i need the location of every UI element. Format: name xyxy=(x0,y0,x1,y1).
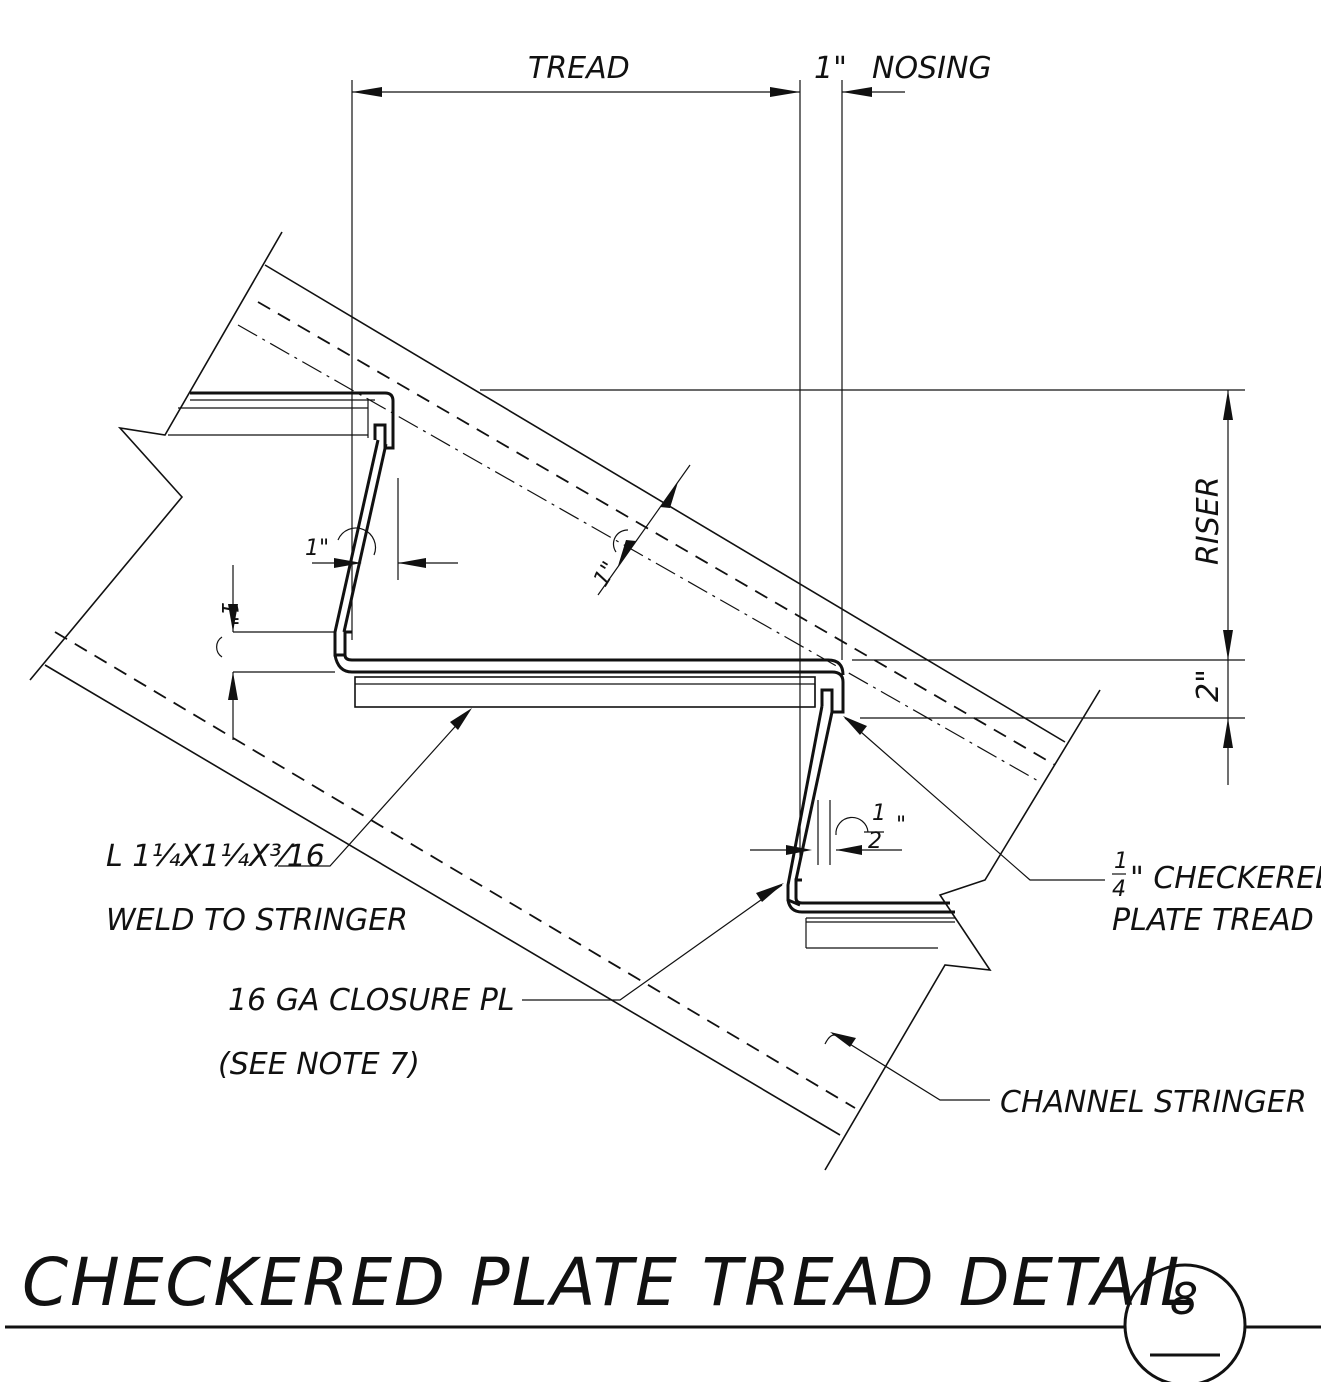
half-inch-num: 1 xyxy=(872,801,886,826)
closure-callout-line1: 16 GA CLOSURE PL xyxy=(228,983,515,1018)
riser-label: RISER xyxy=(1191,476,1226,565)
one-inch-dim-vertical xyxy=(216,565,335,740)
half-inch-dim xyxy=(750,800,902,865)
angle-callout-line1: L 1¼X1¼X³⁄16 xyxy=(106,839,325,874)
channel-stringer xyxy=(29,231,1101,1171)
plate-callout-line1: " CHECKERED xyxy=(1130,861,1321,896)
plate-frac-num: 1 xyxy=(1114,849,1128,874)
upper-tread xyxy=(168,391,395,450)
drawing-title: CHECKERED PLATE TREAD DETAIL xyxy=(22,1244,1199,1321)
closure-plate-lower xyxy=(786,705,834,907)
one-inch-dim-stringer xyxy=(597,464,691,596)
main-tread xyxy=(333,630,845,714)
plate-frac-den: 4 xyxy=(1112,877,1126,902)
half-inch-den: 2 xyxy=(868,829,882,854)
tread-label: TREAD xyxy=(528,51,630,86)
two-inch-label: 2" xyxy=(1191,669,1226,702)
nosing-value-label: 1" xyxy=(814,51,847,86)
lower-tread xyxy=(786,878,955,949)
closure-callout-line2: (SEE NOTE 7) xyxy=(218,1047,420,1082)
stringer-callout: CHANNEL STRINGER xyxy=(1000,1085,1307,1120)
stringer-leader xyxy=(824,1032,990,1101)
one-inch-label-upper: 1" xyxy=(305,536,329,561)
one-inch-label-stringer: 1" xyxy=(589,557,623,591)
detail-number: 8 xyxy=(1170,1274,1198,1325)
angle-leader xyxy=(278,708,472,867)
title-block xyxy=(5,1263,1321,1382)
riser-dimension xyxy=(480,389,1245,785)
plate-callout-line2: PLATE TREAD xyxy=(1112,903,1314,938)
tread-dimension xyxy=(351,80,905,860)
one-inch-dim-upper xyxy=(312,478,458,580)
nosing-label: NOSING xyxy=(872,51,992,86)
half-inch-mark: " xyxy=(896,813,906,838)
closure-leader xyxy=(522,883,784,1001)
plate-leader xyxy=(843,716,1105,881)
angle-callout-line2: WELD TO STRINGER xyxy=(106,903,408,938)
one-inch-label-vertical: 1" xyxy=(216,602,241,626)
closure-plate-upper xyxy=(333,439,388,657)
